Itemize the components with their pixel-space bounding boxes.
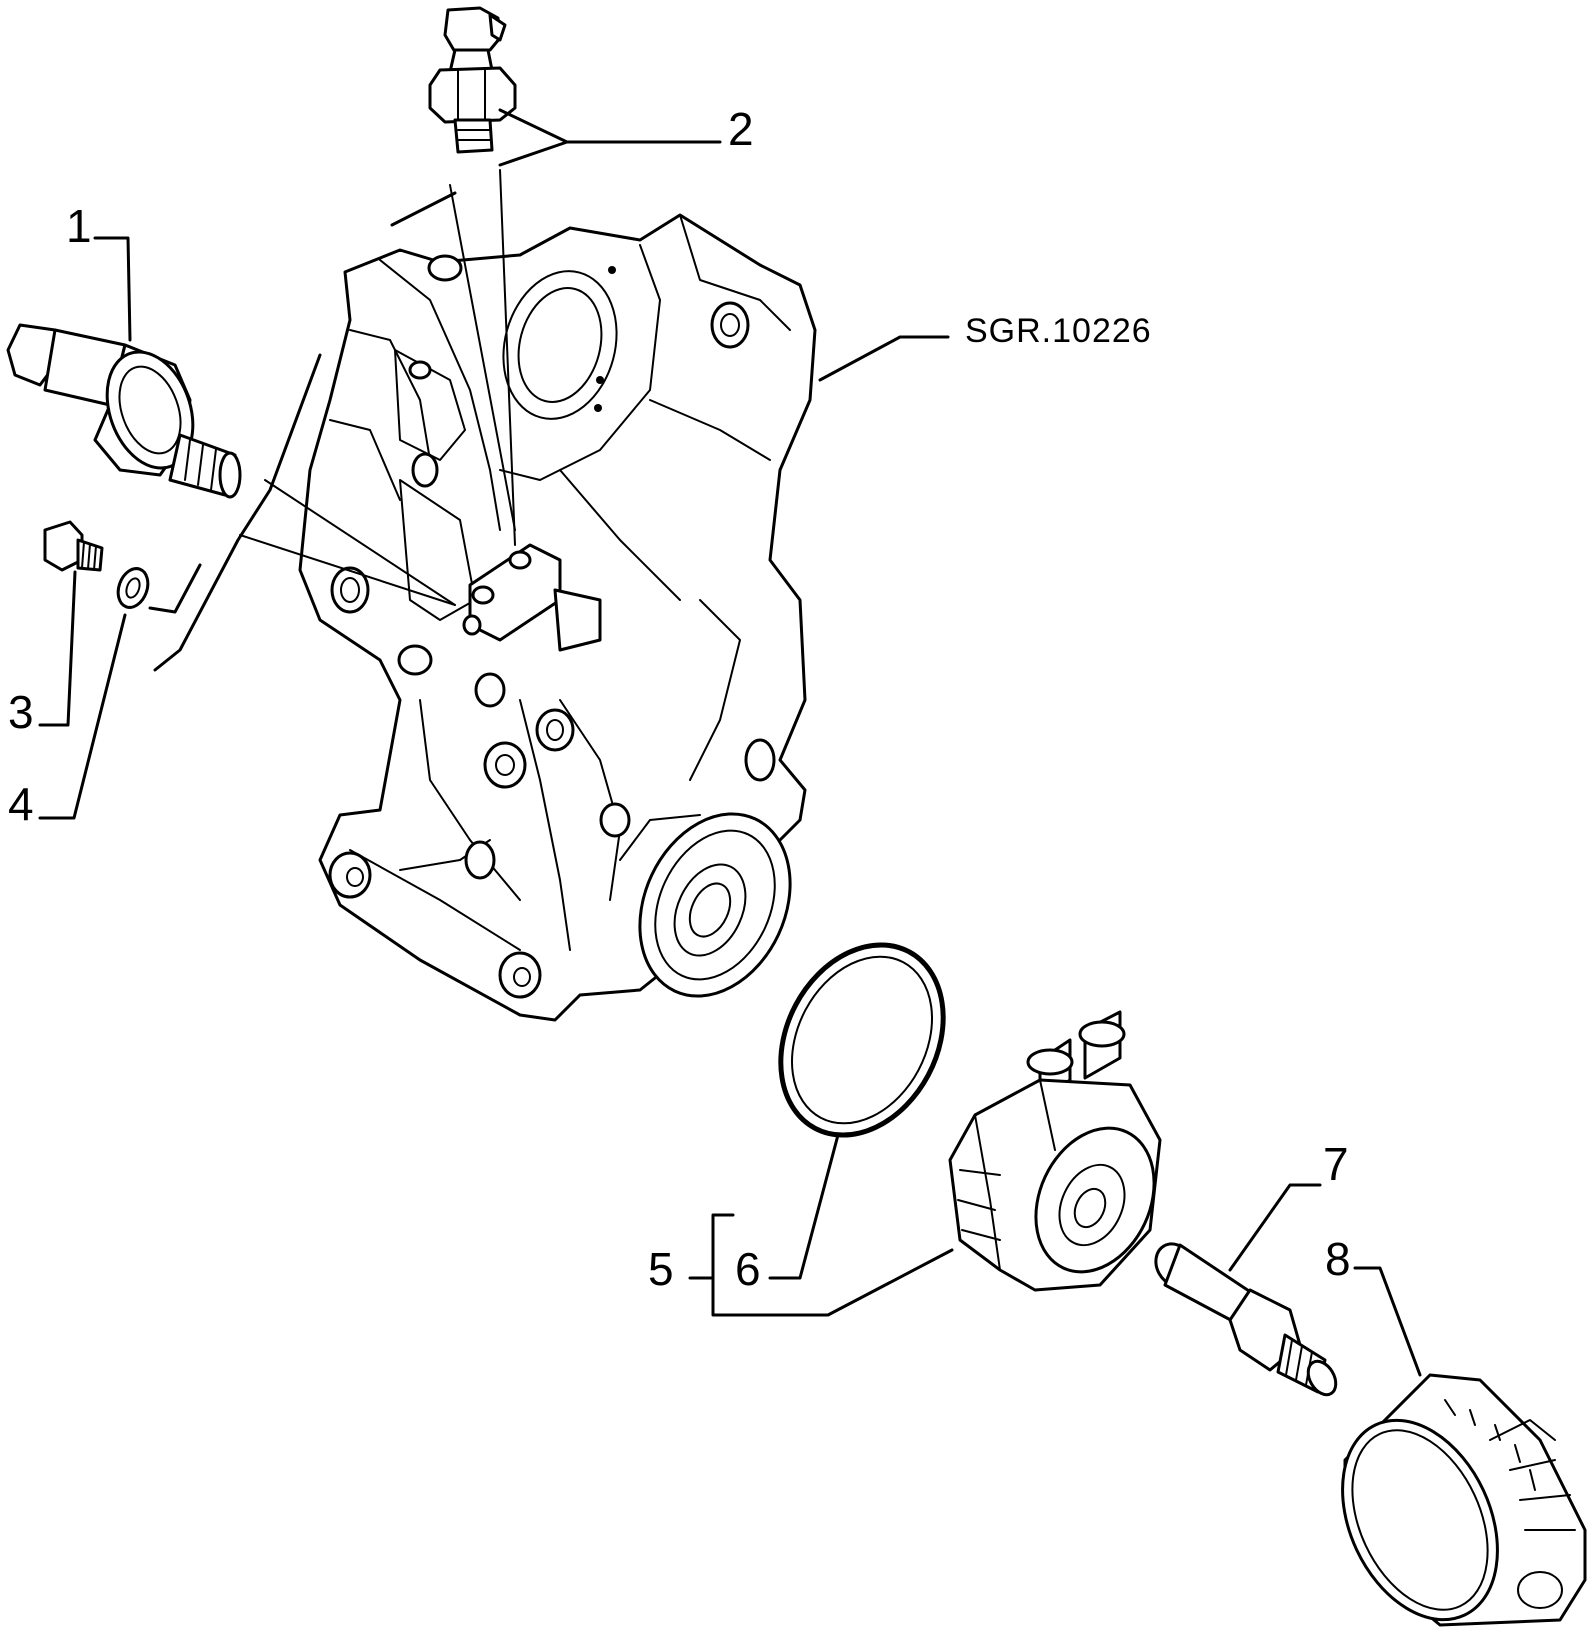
- callout-7: 7: [1323, 1138, 1349, 1190]
- callout-4: 4: [8, 778, 34, 830]
- callout-2: 2: [728, 103, 754, 155]
- front-cover-housing: [298, 213, 817, 1022]
- part-1-pressure-sensor: [6, 323, 242, 499]
- callout-5: 5: [648, 1243, 674, 1295]
- part-8-oil-filter: [1341, 1373, 1587, 1627]
- leader-lines: [38, 108, 1422, 1377]
- callout-3: 3: [8, 686, 34, 738]
- part-2-pressure-switch: [428, 6, 517, 154]
- callout-6: 6: [735, 1243, 761, 1295]
- callout-1: 1: [66, 200, 92, 252]
- part-6-o-ring: [778, 942, 946, 1138]
- part-3-plug-bolt: [43, 520, 104, 572]
- part-5-oil-cooler: [948, 1010, 1162, 1292]
- callout-labels: 1 2 3 4 5 6 7 8 SGR.10226: [8, 103, 1351, 1295]
- part-4-washer: [116, 567, 150, 609]
- reference-code: SGR.10226: [965, 312, 1152, 350]
- callout-8: 8: [1325, 1233, 1351, 1285]
- part-7-hollow-bolt: [1154, 1242, 1338, 1397]
